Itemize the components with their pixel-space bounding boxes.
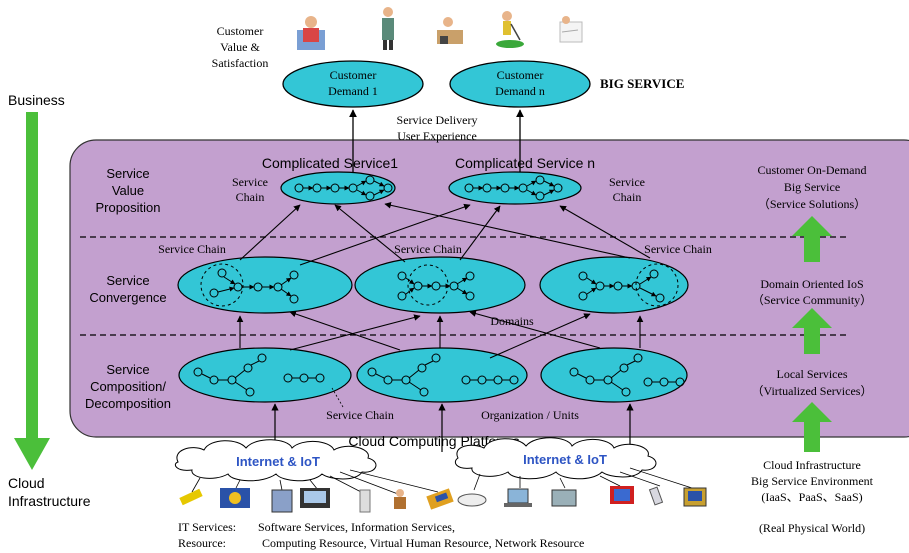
it-services-label: IT Services: [178, 520, 236, 534]
convergence-graph-1 [200, 263, 299, 307]
composition-ellipse-2 [356, 347, 528, 403]
service-delivery-line2: User Experience [397, 129, 477, 143]
big-service-title: BIG SERVICE [600, 76, 684, 91]
org-units-label: Organization / Units [481, 408, 579, 422]
convergence-graph-3 [578, 263, 679, 307]
resource-value: Computing Resource, Virtual Human Resour… [262, 536, 584, 550]
convergence-ellipse-1 [177, 256, 353, 314]
convergence-graph-2 [397, 264, 475, 306]
up-arrow-local [792, 402, 832, 452]
chain-graph-service-n [464, 175, 563, 201]
internet-cloud-right [454, 437, 657, 480]
domain-ios-line2: （Service Community） [752, 293, 872, 307]
customer-figure-icons [297, 7, 583, 50]
it-services-value: Software Services, Information Services, [258, 520, 455, 534]
composition-graph-1 [193, 353, 325, 397]
service-chain-right-line2: Chain [613, 190, 642, 204]
monitor-icon [300, 488, 330, 508]
layer-convergence-line2: Convergence [89, 290, 166, 305]
infrastructure-label: Infrastructure [8, 493, 91, 509]
local-services-line1: Local Services [777, 367, 848, 381]
truck-icon [426, 488, 454, 510]
service-delivery-line1: Service Delivery [397, 113, 478, 127]
composition-ellipse-1 [178, 347, 352, 403]
right-up-arrows [792, 216, 832, 452]
customer-value-line3: Satisfaction [212, 56, 269, 70]
customer-value-line2: Value & [220, 40, 260, 54]
customer-demand-n [449, 60, 591, 108]
business-arrow [14, 112, 50, 470]
on-demand-line1: Customer On-Demand [758, 163, 867, 177]
phone-icon [648, 486, 664, 506]
device-connection-lines [191, 467, 693, 495]
customer-sketch-icon [559, 16, 583, 43]
business-label: Business [8, 92, 65, 108]
worker-icon [394, 489, 406, 509]
on-demand-line2: Big Service [784, 180, 840, 194]
customer-desk-icon [437, 17, 463, 44]
up-arrow-domain [792, 308, 832, 354]
customer-demand-1-line2: Demand 1 [328, 84, 378, 98]
cloud-env-line3: (IaaS、PaaS、SaaS) [761, 490, 862, 504]
customer-golf-icon [496, 11, 524, 48]
complicated-service-1-title: Complicated Service1 [262, 155, 398, 171]
mouse-icon [457, 493, 487, 507]
domain-ios-line1: Domain Oriented IoS [760, 277, 863, 291]
sensor-icon [179, 488, 203, 506]
customer-value-line1: Customer [217, 24, 264, 38]
customer-demand-n-line2: Demand n [495, 84, 545, 98]
device-icons [179, 486, 707, 513]
up-arrow-on-demand [792, 216, 832, 262]
service-chain-label-1: Service Chain [158, 242, 226, 256]
service-chain-left-line1: Service [232, 175, 268, 189]
cloud-label: Cloud [8, 475, 45, 491]
on-demand-line3: （Service Solutions） [758, 197, 866, 211]
cloud-platforms-label: Cloud Computing Platforms [348, 433, 519, 449]
chain-graph-service-1 [294, 175, 393, 201]
service-chain-bottom-label: Service Chain [326, 408, 394, 422]
layer-value-line2: Value [112, 183, 144, 198]
service-chain-right-line1: Service [609, 175, 645, 189]
computer-icon [683, 487, 707, 507]
tablet-icon [610, 486, 634, 504]
service-chain-label-3: Service Chain [644, 242, 712, 256]
physical-world-label: (Real Physical World) [759, 521, 865, 535]
convergence-to-service-arrows [239, 202, 651, 266]
service-chain-label-2: Service Chain [394, 242, 462, 256]
layer-composition-line3: Decomposition [85, 396, 171, 411]
layer-composition-line2: Composition/ [90, 379, 166, 394]
server-icon [359, 489, 371, 513]
internet-iot-right-label: Internet & IoT [523, 452, 607, 467]
layer-convergence-line1: Service [106, 273, 149, 288]
layer-composition-line1: Service [106, 362, 149, 377]
storage-icon [271, 489, 293, 513]
cloud-env-line2: Big Service Environment [751, 474, 874, 488]
camera-icon [220, 488, 250, 508]
complicated-service-1 [280, 171, 396, 205]
laptop-icon [504, 488, 532, 507]
internet-cloud-left [174, 439, 377, 482]
customer-demand-1-line1: Customer [330, 68, 377, 82]
customer-standing-icon [382, 7, 394, 50]
composition-graph-3 [569, 353, 685, 397]
customer-demand-n-line1: Customer [497, 68, 544, 82]
customer-demand-1 [282, 60, 424, 108]
internet-iot-left-label: Internet & IoT [236, 454, 320, 469]
layer-value-line3: Proposition [95, 200, 160, 215]
complicated-service-n-title: Complicated Service n [455, 155, 595, 171]
cloud-env-line1: Cloud Infrastructure [763, 458, 861, 472]
resource-label: Resource: [178, 536, 226, 550]
composition-graph-2 [367, 353, 519, 397]
customer-reading-icon [297, 16, 325, 50]
service-chain-left-line2: Chain [236, 190, 265, 204]
composition-to-convergence-arrows [236, 310, 644, 359]
layer-value-line1: Service [106, 166, 149, 181]
printer-icon [551, 489, 577, 507]
domains-label: Domains [490, 314, 534, 328]
local-services-line2: （Virtualized Services） [752, 384, 873, 398]
